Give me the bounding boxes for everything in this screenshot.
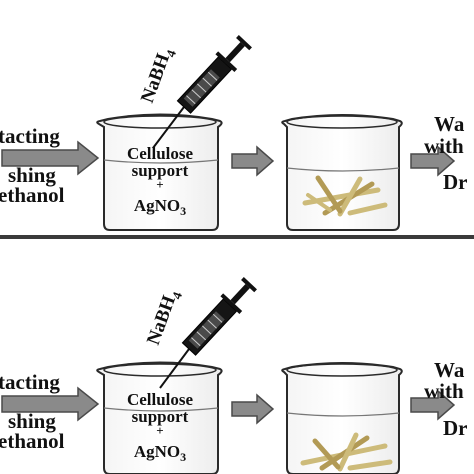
panel-2-strip xyxy=(312,438,341,470)
panel-1-beaker-text-plus: + xyxy=(156,177,163,192)
panel-2-beaker-2-liquid-line xyxy=(286,412,400,417)
panel-1-cellulose-strips xyxy=(302,175,388,217)
panel-1-syringe-flange xyxy=(215,51,238,72)
panel-2-syringe-plunger xyxy=(230,284,250,305)
panel-2-strip xyxy=(337,432,359,472)
panel-2-border xyxy=(0,237,474,239)
panel-1-left-text-line-3: ethanol xyxy=(0,183,65,207)
panel-1-strip xyxy=(337,176,363,217)
panel-2-beaker-text-line-3: AgNO3 xyxy=(134,442,186,464)
panel-1-beaker-1-body xyxy=(96,113,223,231)
panel-2-beaker-2-rim xyxy=(286,363,398,377)
panel-1-arrow-3 xyxy=(410,145,456,177)
panel-2-arrow-3 xyxy=(410,389,456,421)
panel-2-beaker-text-line-1: Cellulose xyxy=(127,390,194,409)
panel-1-right-text-line-1: Wa xyxy=(434,112,465,136)
panel-2-arrow-2 xyxy=(231,393,275,425)
panel-1-border xyxy=(0,235,474,237)
panel-1-beaker-1-liquid-line xyxy=(103,159,219,164)
panel-2-left-text-line-3: ethanol xyxy=(0,429,65,453)
panel-1-strip xyxy=(315,175,343,214)
panel-1-strip xyxy=(306,193,332,212)
panel-2-arrow-1 xyxy=(1,386,100,422)
panel-2-left-text-line-2: shing xyxy=(8,409,56,433)
panel-1-right-text-line-2: with xyxy=(424,134,464,158)
panel-1-beaker-text-line-1: Cellulose xyxy=(127,144,194,163)
panel-2-right-text-line-2: with xyxy=(424,379,464,403)
panel-1-arrow-2 xyxy=(231,145,275,177)
panel-2-beaker-text-line-2: support xyxy=(132,407,189,426)
panel-2-left-text-line-1: tacting xyxy=(0,370,60,394)
panel-1-beaker-1-rim xyxy=(103,115,217,129)
panel-2-beaker-1-liquid-line xyxy=(103,407,219,412)
panel-2-strip xyxy=(319,435,370,471)
panel-1-arrow-1 xyxy=(1,140,100,176)
panel-1: tacting shing ethanol xyxy=(0,35,474,237)
panel-1-syringe-needle xyxy=(152,106,185,149)
panel-1-beaker-text-line-3: AgNO3 xyxy=(134,196,186,218)
panel-2-beaker-2 xyxy=(281,362,403,474)
panel-2-syringe-flange xyxy=(220,293,243,314)
panel-1-beaker-2-liquid-line xyxy=(286,167,400,172)
panel-1-left-text-line-2: shing xyxy=(8,163,56,187)
panel-1-beaker-2 xyxy=(281,114,403,231)
panel-2-right-text-line-3: Dr xyxy=(443,416,468,440)
panel-2-beaker-text-plus: + xyxy=(156,423,163,438)
panel-2-cellulose-strips xyxy=(300,432,393,472)
panel-2-beaker-1-rim xyxy=(103,363,217,377)
panel-1-left-text-line-1: tacting xyxy=(0,124,60,148)
panel-1-strip xyxy=(347,202,388,216)
panel-2-strip xyxy=(347,459,393,471)
panel-1-syringe-label: NaBH4 xyxy=(137,44,179,106)
panel-2: tacting shing ethanol xyxy=(0,237,474,474)
panel-1-beaker-2-rim xyxy=(286,115,398,129)
panel-1-right-text-line-3: Dr xyxy=(443,170,468,194)
panel-2-right-text-line-1: Wa xyxy=(434,358,465,382)
panel-2-syringe-needle xyxy=(159,348,190,389)
panel-2-syringe-label: NaBH4 xyxy=(143,286,185,348)
panel-1-beaker-1 xyxy=(96,113,223,231)
panel-1-beaker-text-line-2: support xyxy=(132,161,189,180)
panel-1-syringe-plunger xyxy=(225,42,245,63)
